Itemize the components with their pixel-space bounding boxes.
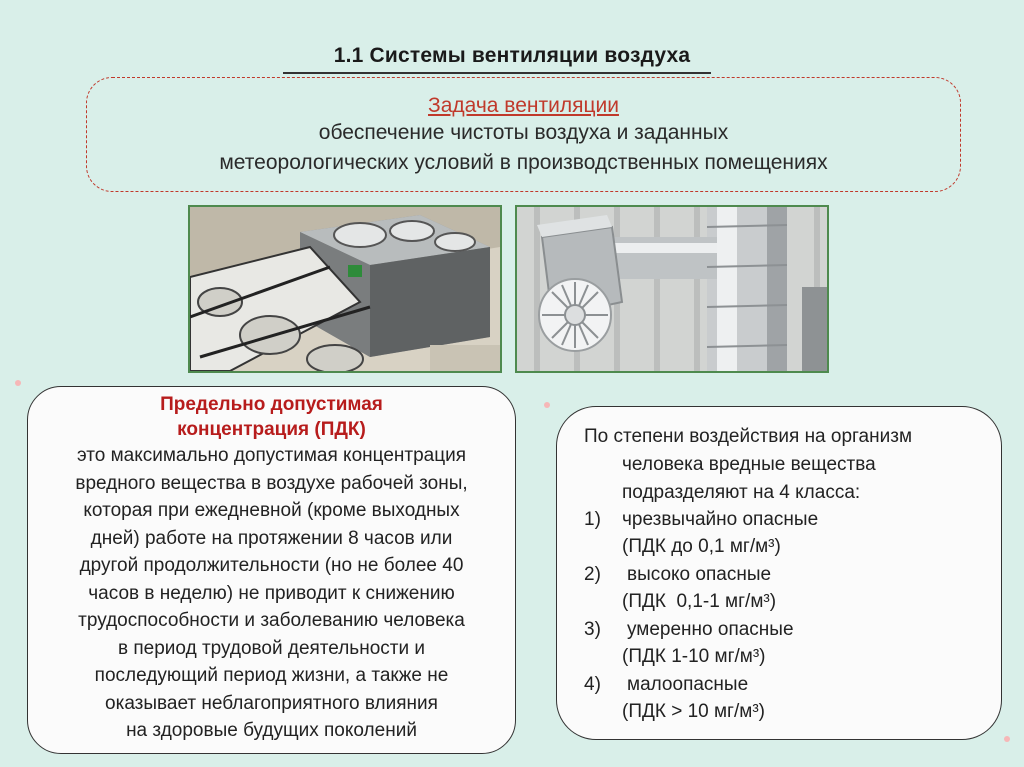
pdk-definition-text: это максимально допустимая концентрация … <box>28 442 515 745</box>
task-line-2: метеорологических условий в производстве… <box>219 151 828 174</box>
pdk-line: часов в неделю) не приводит к снижению <box>88 582 455 604</box>
class-3-name: умеренно опасные <box>627 619 794 640</box>
ventilation-duct-photo <box>515 205 829 373</box>
class-1-name: чрезвычайно опасные <box>622 509 819 530</box>
class-1-pdk: (ПДК до 0,1 мг/м³) <box>622 536 781 557</box>
pdk-heading-line-2: концентрация (ПДК) <box>177 419 366 440</box>
class-3-number: 3) <box>584 619 601 640</box>
pdk-line: трудоспособности и заболеванию человека <box>78 610 465 631</box>
pdk-line: дней) работе на протяжении 8 часов или <box>90 527 453 549</box>
classes-intro-line-3: подразделяют на 4 класса: <box>622 482 861 503</box>
pdk-line: это максимально допустимая концентрация <box>76 445 466 466</box>
slide-title: 1.1 Системы вентиляции воздуха <box>333 44 691 67</box>
pdk-definition-box: Предельно допустимая концентрация (ПДК) … <box>27 386 516 754</box>
task-line-1: обеспечение чистоты воздуха и заданных <box>318 121 729 144</box>
pdk-line: в период трудовой деятельности и <box>118 637 425 659</box>
class-2-number: 2) <box>584 564 601 585</box>
pdk-line: которая при ежедневной (кроме выходных <box>83 500 460 521</box>
class-2-name: высоко опасные <box>627 564 772 585</box>
task-heading: Задача вентиляции <box>428 94 619 117</box>
pdk-line: последующий период жизни, а также не <box>94 665 449 686</box>
pdk-line: другой продолжительности (но не более 40 <box>79 555 464 576</box>
decorative-dot-left <box>15 380 21 386</box>
class-4-pdk: (ПДК > 10 мг/м³) <box>622 701 765 722</box>
class-4-number: 4) <box>584 674 601 695</box>
task-box: Задача вентиляции обеспечение чистоты во… <box>86 77 961 192</box>
pdk-line: вредного вещества в воздухе рабочей зоны… <box>75 472 468 494</box>
pdk-line: оказывает неблагоприятного влияния <box>105 692 438 714</box>
pdk-line: на здоровые будущих поколений <box>126 720 417 741</box>
class-2-pdk: (ПДК 0,1-1 мг/м³) <box>622 591 777 612</box>
class-4-name: малоопасные <box>627 674 749 695</box>
decorative-dot-middle <box>544 402 550 408</box>
pdk-heading-line-1: Предельно допустимая <box>160 394 383 415</box>
class-1-number: 1) <box>584 509 601 530</box>
title-underline <box>283 72 711 74</box>
decorative-dot-right <box>1004 736 1010 742</box>
hazard-classes-box: По степени воздействия на организм челов… <box>556 406 1002 740</box>
class-3-pdk: (ПДК 1-10 мг/м³) <box>622 646 766 667</box>
classes-intro-line-2: человека вредные вещества <box>622 454 876 475</box>
classes-intro-line-1: По степени воздействия на организм <box>584 426 913 447</box>
rooftop-ventilation-photo <box>188 205 502 373</box>
